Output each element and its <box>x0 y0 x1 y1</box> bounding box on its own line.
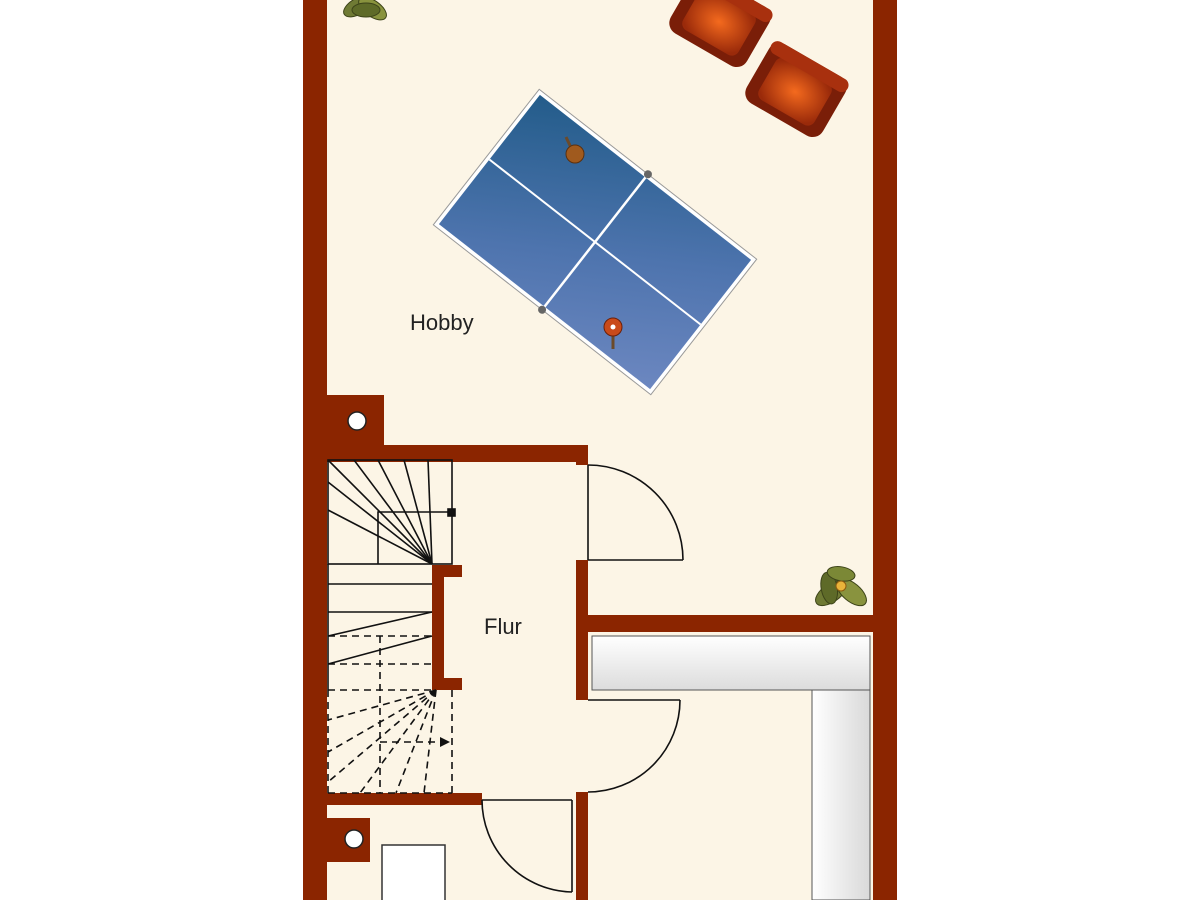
door-icon <box>481 464 684 893</box>
ping-pong-table-icon <box>432 88 758 396</box>
door-jamb-upper-left <box>576 445 588 465</box>
flur-right-wall-upper <box>576 560 588 630</box>
pipe-icon <box>344 411 367 849</box>
right-outer-wall <box>873 0 897 900</box>
l-shaped-counter <box>591 635 871 900</box>
hobby-bottom-wall <box>576 615 874 632</box>
plant-icon <box>343 0 867 607</box>
outer-walls <box>303 0 897 900</box>
left-outer-wall <box>303 0 327 900</box>
hobby-flur-wall <box>326 445 588 462</box>
stair-wall-bottom-cap <box>432 678 462 690</box>
room-label-flur: Flur <box>484 614 522 639</box>
paddle-icon <box>564 136 623 349</box>
under-stair-wall <box>326 793 482 805</box>
armchair-icon <box>669 0 849 138</box>
inner-walls <box>326 395 874 900</box>
flur-right-wall-lower <box>576 792 588 900</box>
stair-wall <box>432 565 444 690</box>
flur-right-wall-mid <box>576 630 588 700</box>
small-cabinet <box>381 844 446 900</box>
staircase-icon <box>327 459 456 794</box>
room-label-hobby: Hobby <box>410 310 474 335</box>
